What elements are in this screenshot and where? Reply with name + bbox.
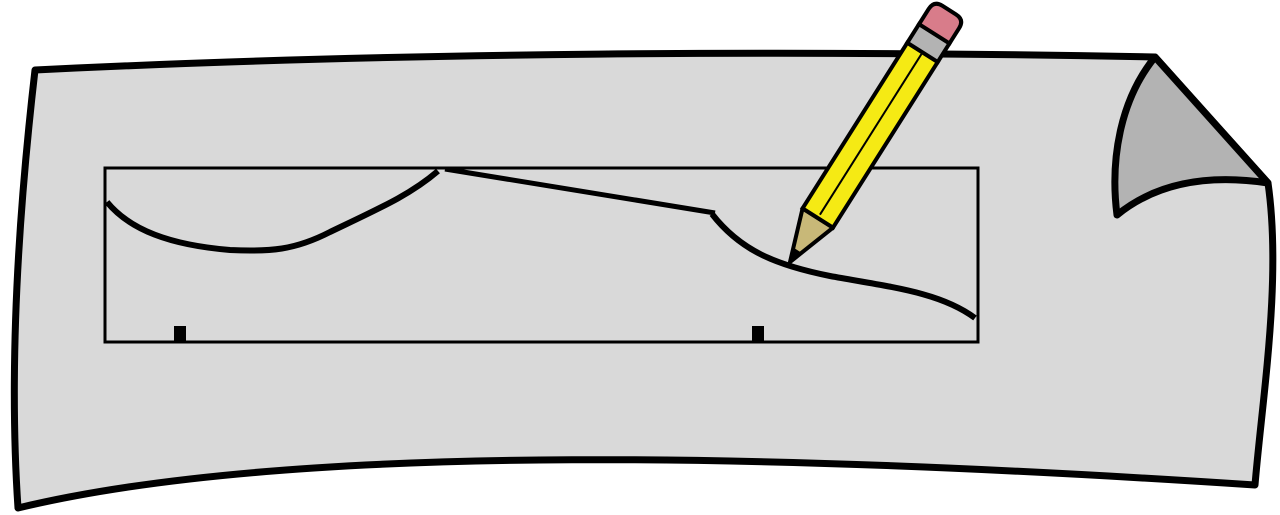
drawn-line-straight <box>444 166 716 216</box>
axis-tick-1 <box>174 326 186 341</box>
paper-sheet <box>10 49 1277 512</box>
pencil-eraser <box>916 1 964 47</box>
drawn-line-curve <box>104 168 440 254</box>
axis-tick-2 <box>752 326 764 341</box>
pencil-graphite <box>790 247 802 262</box>
pencil <box>788 1 964 264</box>
chart-frame <box>103 166 980 344</box>
drawn-line-tail <box>709 212 977 321</box>
paper-curled-corner <box>1111 53 1272 219</box>
